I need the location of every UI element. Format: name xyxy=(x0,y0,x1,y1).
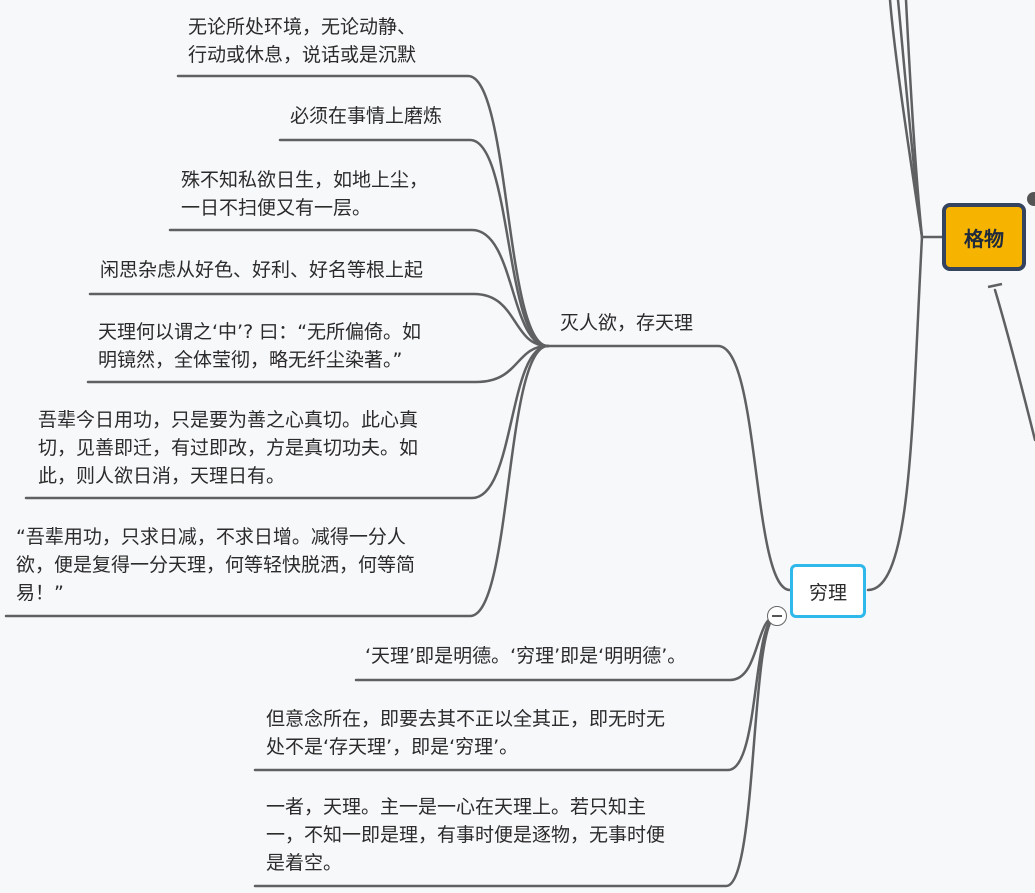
central-node-gewu[interactable]: 格物 xyxy=(942,203,1026,271)
leaf-3-line-2: 一日不扫便又有一层。 xyxy=(181,197,372,219)
leaf-4-line-1: 闲思杂虑从好色、好利、好名等根上起 xyxy=(100,259,424,281)
leaf-10[interactable]: 一者，天理。主一是一心在天理上。若只知主 一，不知一即是理，有事时便是逐物，无事… xyxy=(266,793,665,877)
connector-leaf-5 xyxy=(86,344,550,384)
leaf-10-line-3: 是着空。 xyxy=(266,852,343,874)
connector-leaf-7 xyxy=(4,344,550,618)
connector-leaf-3 xyxy=(168,228,550,348)
collapse-icon[interactable] xyxy=(767,606,787,626)
leaf-9[interactable]: 但意念所在，即要去其不正以全其正，即无时无 处不是‘存天理’，即是‘穷理’。 xyxy=(266,705,665,761)
leaf-2[interactable]: 必须在事情上磨炼 xyxy=(290,102,442,130)
node-qiongli-label: 穷理 xyxy=(808,581,847,604)
node-qiongli[interactable]: 穷理 xyxy=(790,564,866,618)
leaf-5[interactable]: 天理何以谓之‘中’? 曰：“无所偏倚。如 明镜然，全体莹彻，略无纤尘染著。” xyxy=(98,318,421,374)
leaf-10-line-1: 一者，天理。主一是一心在天理上。若只知主 xyxy=(266,796,647,818)
leaf-9-line-1: 但意念所在，即要去其不正以全其正，即无时无 xyxy=(266,708,666,730)
connector-lower-right xyxy=(993,288,1035,442)
leaf-5-line-2: 明镜然，全体莹彻，略无纤尘染著。” xyxy=(98,349,403,371)
leaf-8[interactable]: ‘天理’即是明德。‘穷理’即是‘明明德’。 xyxy=(365,642,686,670)
leaf-6[interactable]: 吾辈今日用功，只是要为善之心真切。此心真 切，见善即迁，有过即改，方是真切功夫。… xyxy=(38,406,418,490)
connector-qiongli-branch1 xyxy=(546,344,792,592)
leaf-5-line-1: 天理何以谓之‘中’? 曰：“无所偏倚。如 xyxy=(98,321,422,343)
connection-dot-icon[interactable] xyxy=(1027,192,1035,206)
connector-leaf-2 xyxy=(278,138,550,348)
leaf-1[interactable]: 无论所处环境，无论动静、 行动或休息，说话或是沉默 xyxy=(188,13,416,69)
connector-gewu-top-3 xyxy=(888,0,924,239)
leaf-6-line-3: 此，则人欲日消，天理日有。 xyxy=(38,465,286,487)
leaf-6-line-2: 切，见善即迁，有过即改，方是真切功夫。如 xyxy=(38,437,419,459)
connector-gewu-top-2 xyxy=(904,0,924,239)
connector-tick xyxy=(987,282,1003,289)
connector-gewu-qiongli xyxy=(866,235,924,592)
connector-leaf-9 xyxy=(253,614,779,772)
leaf-7[interactable]: “吾辈用功，只求日减，不求日增。减得一分人 欲，便是复得一分天理，何等轻快脱洒，… xyxy=(16,523,415,607)
leaf-7-line-3: 易！” xyxy=(16,582,64,604)
leaf-10-line-2: 一，不知一即是理，有事时便是逐物，无事时便 xyxy=(266,824,666,846)
connector-leaf-10 xyxy=(253,614,779,888)
leaf-8-line-1: ‘天理’即是明德。‘穷理’即是‘明明德’。 xyxy=(365,645,687,667)
connector-leaf-6 xyxy=(24,344,550,500)
leaf-4[interactable]: 闲思杂虑从好色、好利、好名等根上起 xyxy=(100,256,423,284)
leaf-9-line-2: 处不是‘存天理’，即是‘穷理’。 xyxy=(266,736,519,758)
leaf-7-line-2: 欲，便是复得一分天理，何等轻快脱洒，何等简 xyxy=(16,554,416,576)
leaf-3-line-1: 殊不知私欲日生，如地上尘， xyxy=(181,169,429,191)
leaf-3[interactable]: 殊不知私欲日生，如地上尘， 一日不扫便又有一层。 xyxy=(181,166,428,222)
branch-label-mierenyu[interactable]: 灭人欲，存天理 xyxy=(560,312,694,334)
connector-leaf-4 xyxy=(88,292,550,348)
connector-leaf-1 xyxy=(176,74,550,348)
leaf-1-line-1: 无论所处环境，无论动静、 xyxy=(188,16,417,38)
central-node-label: 格物 xyxy=(964,226,1004,251)
leaf-7-line-1: “吾辈用功，只求日减，不求日增。减得一分人 xyxy=(16,526,406,548)
leaf-1-line-2: 行动或休息，说话或是沉默 xyxy=(188,44,417,66)
leaf-2-line-1: 必须在事情上磨炼 xyxy=(290,105,443,127)
leaf-6-line-1: 吾辈今日用功，只是要为善之心真切。此心真 xyxy=(38,409,419,431)
